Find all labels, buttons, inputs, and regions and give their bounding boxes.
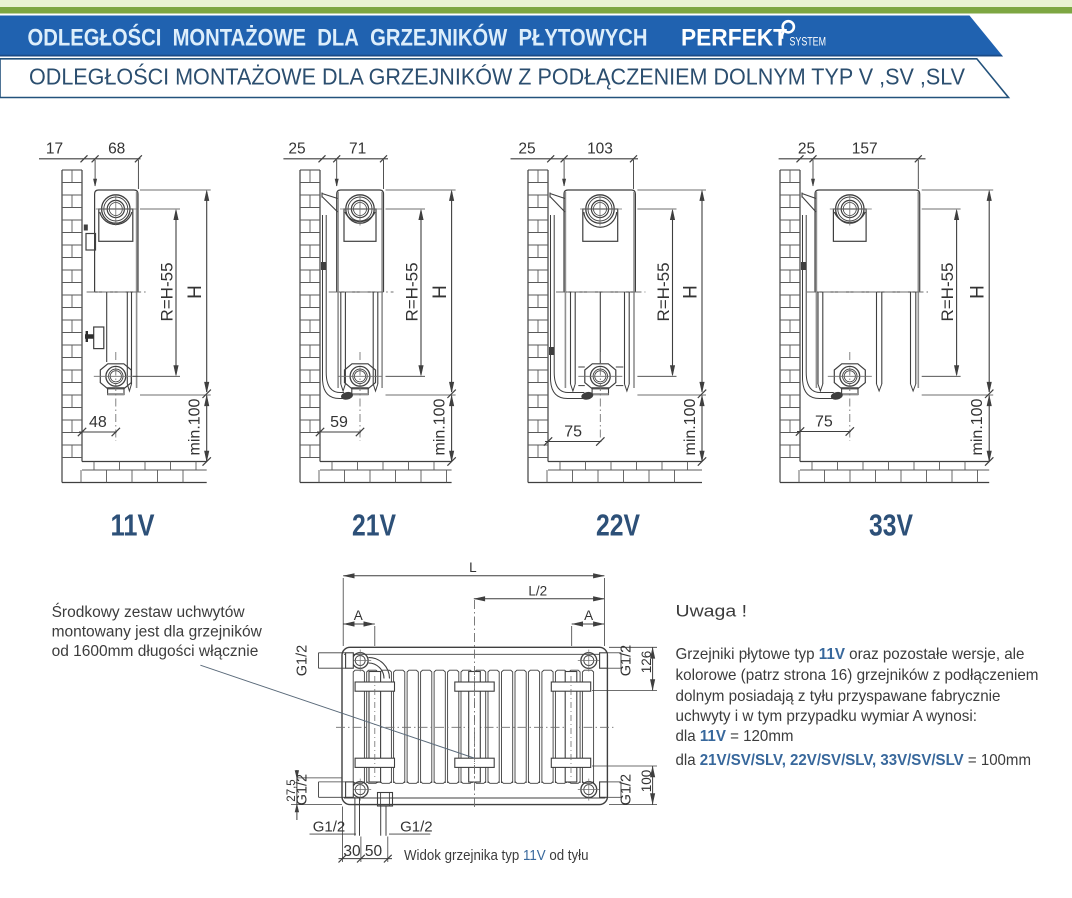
- svg-text:25: 25: [518, 141, 535, 158]
- svg-text:H: H: [185, 285, 206, 299]
- svg-text:G1/2: G1/2: [619, 645, 635, 676]
- svg-text:G1/2: G1/2: [295, 645, 311, 676]
- svg-text:L: L: [469, 560, 477, 575]
- svg-text:157: 157: [852, 141, 878, 158]
- svg-text:75: 75: [564, 424, 582, 441]
- svg-text:21V: 21V: [352, 509, 397, 543]
- svg-text:A: A: [584, 608, 593, 623]
- svg-text:PERFEKT: PERFEKT: [681, 25, 787, 52]
- svg-text:11V: 11V: [111, 509, 156, 543]
- svg-text:33V: 33V: [869, 509, 914, 543]
- svg-text:min.100: min.100: [682, 398, 699, 455]
- svg-text:68: 68: [108, 141, 125, 158]
- svg-text:Środkowy zestaw uchwytów: Środkowy zestaw uchwytów: [52, 603, 246, 621]
- svg-text:dolnym posiadają z tyłu przysp: dolnym posiadają z tyłu przyspawane fabr…: [676, 688, 1001, 705]
- svg-text:48: 48: [89, 414, 107, 431]
- svg-text:27,5: 27,5: [286, 779, 298, 801]
- svg-text:59: 59: [330, 414, 348, 431]
- svg-text:ODLEGŁOŚCI MONTAŻOWE DLA GR: ODLEGŁOŚCI MONTAŻOWE DLA GRZEJNIKÓW PŁYT…: [28, 23, 648, 51]
- svg-text:Uwaga !: Uwaga !: [676, 603, 748, 621]
- svg-text:montowany jest dla grzejników: montowany jest dla grzejników: [52, 624, 263, 641]
- svg-text:H: H: [681, 285, 702, 299]
- svg-text:ODLEGŁOŚCI MONTAŻOWE DLA GRZEJ: ODLEGŁOŚCI MONTAŻOWE DLA GRZEJNIKÓW Z PO…: [29, 63, 965, 90]
- svg-text:50: 50: [365, 843, 383, 860]
- svg-text:dla 11V = 120mm: dla 11V = 120mm: [676, 728, 794, 745]
- svg-text:30: 30: [343, 843, 361, 860]
- svg-text:R=H-55: R=H-55: [654, 262, 673, 321]
- svg-text:R=H-55: R=H-55: [158, 262, 177, 321]
- svg-text:dla 21V/SV/SLV, 22V/SV/SLV, 33: dla 21V/SV/SLV, 22V/SV/SLV, 33V/SV/SLV =…: [676, 752, 1032, 769]
- svg-text:uchwyty i w tym przypadku wymi: uchwyty i w tym przypadku wymiar A wynos…: [676, 708, 978, 725]
- svg-text:G1/2: G1/2: [400, 819, 433, 836]
- svg-text:H: H: [430, 285, 451, 299]
- svg-text:kolorowe (patrz strona 16) grz: kolorowe (patrz strona 16) grzejników z …: [676, 667, 1039, 684]
- svg-text:min.100: min.100: [187, 398, 204, 455]
- svg-text:G1/2: G1/2: [619, 774, 635, 805]
- svg-text:G1/2: G1/2: [295, 774, 311, 805]
- svg-text:71: 71: [349, 141, 366, 158]
- svg-text:SYSTEM: SYSTEM: [790, 37, 827, 49]
- svg-text:od 1600mm długości włącznie: od 1600mm długości włącznie: [52, 643, 259, 660]
- svg-text:Widok grzejnika typ 11V od tył: Widok grzejnika typ 11V od tyłu: [404, 848, 589, 864]
- svg-text:25: 25: [288, 141, 305, 158]
- svg-text:75: 75: [815, 414, 833, 431]
- svg-text:min.100: min.100: [432, 398, 449, 455]
- svg-text:Grzejniki płytowe typ 11V oraz: Grzejniki płytowe typ 11V oraz pozostałe…: [676, 646, 1025, 663]
- svg-text:17: 17: [46, 141, 63, 158]
- svg-text:22V: 22V: [596, 509, 641, 543]
- svg-text:100: 100: [639, 770, 654, 793]
- svg-text:R=H-55: R=H-55: [938, 262, 957, 321]
- svg-text:L/2: L/2: [528, 584, 547, 599]
- svg-text:126: 126: [639, 651, 654, 674]
- svg-text:H: H: [968, 285, 989, 299]
- svg-text:103: 103: [587, 141, 613, 158]
- svg-text:A: A: [354, 608, 363, 623]
- svg-text:min.100: min.100: [969, 398, 986, 455]
- svg-text:G1/2: G1/2: [313, 819, 346, 836]
- svg-text:25: 25: [798, 141, 815, 158]
- svg-text:R=H-55: R=H-55: [403, 262, 422, 321]
